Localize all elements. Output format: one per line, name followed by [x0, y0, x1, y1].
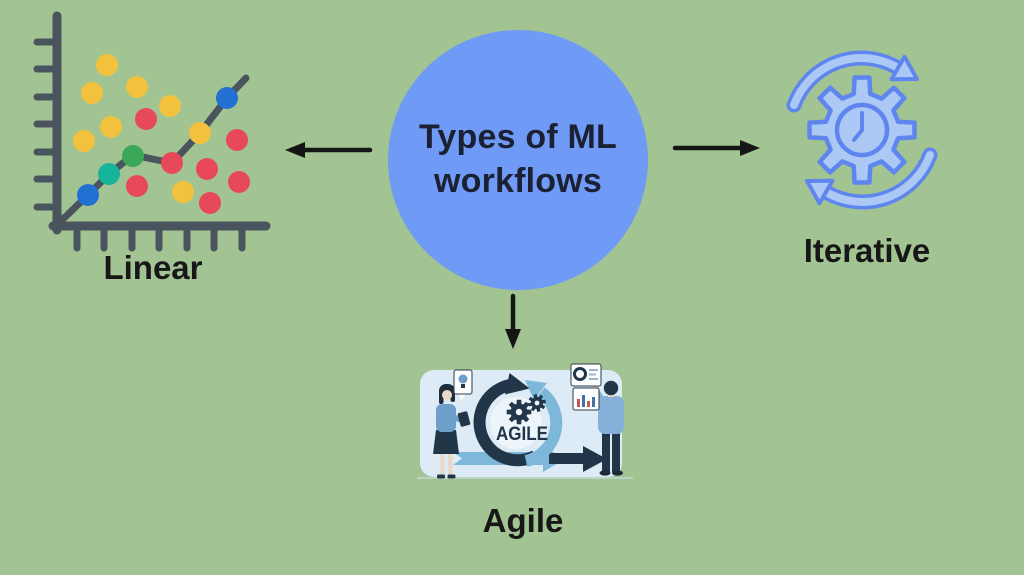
- agile-illustration: AGILE: [417, 363, 633, 479]
- idea-card-lightbulb-icon: [453, 369, 473, 402]
- cycle-arrows-icon: [786, 50, 938, 210]
- linear-label: Linear: [103, 249, 203, 286]
- woman-figure: [433, 384, 471, 479]
- right-arrow-icon: [672, 140, 760, 156]
- center-title: Types of ML workflows: [419, 116, 617, 203]
- agile-label: Agile: [482, 502, 564, 539]
- iterative-label: Iterative: [803, 232, 931, 269]
- center-title-line2: workflows: [433, 162, 603, 200]
- charts-cards-icon: [570, 363, 602, 411]
- left-arrow-icon: [285, 142, 373, 158]
- gear-clock-icon: [807, 75, 917, 185]
- iterative-cycle-icon: [786, 50, 938, 210]
- center-title-line1: Types of ML: [418, 118, 617, 157]
- scatter-plot-contents: [33, 11, 271, 252]
- center-node: Types of ML workflows: [388, 30, 648, 290]
- agile-word: AGILE: [496, 424, 548, 445]
- gears-icon: [506, 394, 546, 425]
- scatter-plot-icon: [33, 11, 271, 252]
- down-arrow-icon: [505, 293, 521, 349]
